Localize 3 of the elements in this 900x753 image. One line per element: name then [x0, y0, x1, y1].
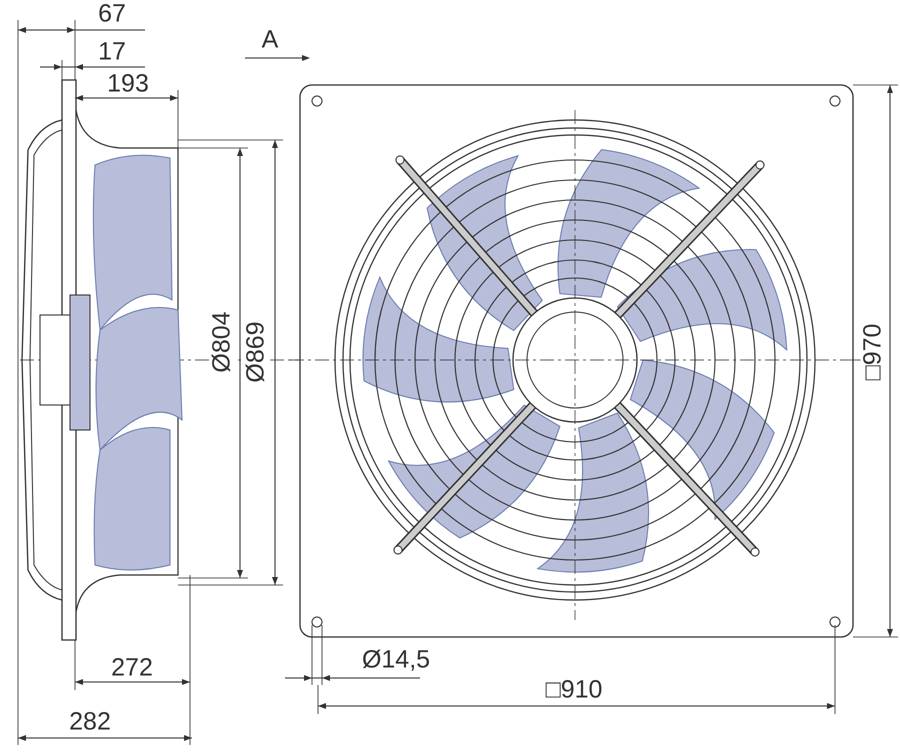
dimension-value: Ø14,5: [360, 648, 432, 672]
dimension-value: Ø869: [244, 320, 268, 384]
dimension-value: Ø804: [210, 310, 234, 374]
